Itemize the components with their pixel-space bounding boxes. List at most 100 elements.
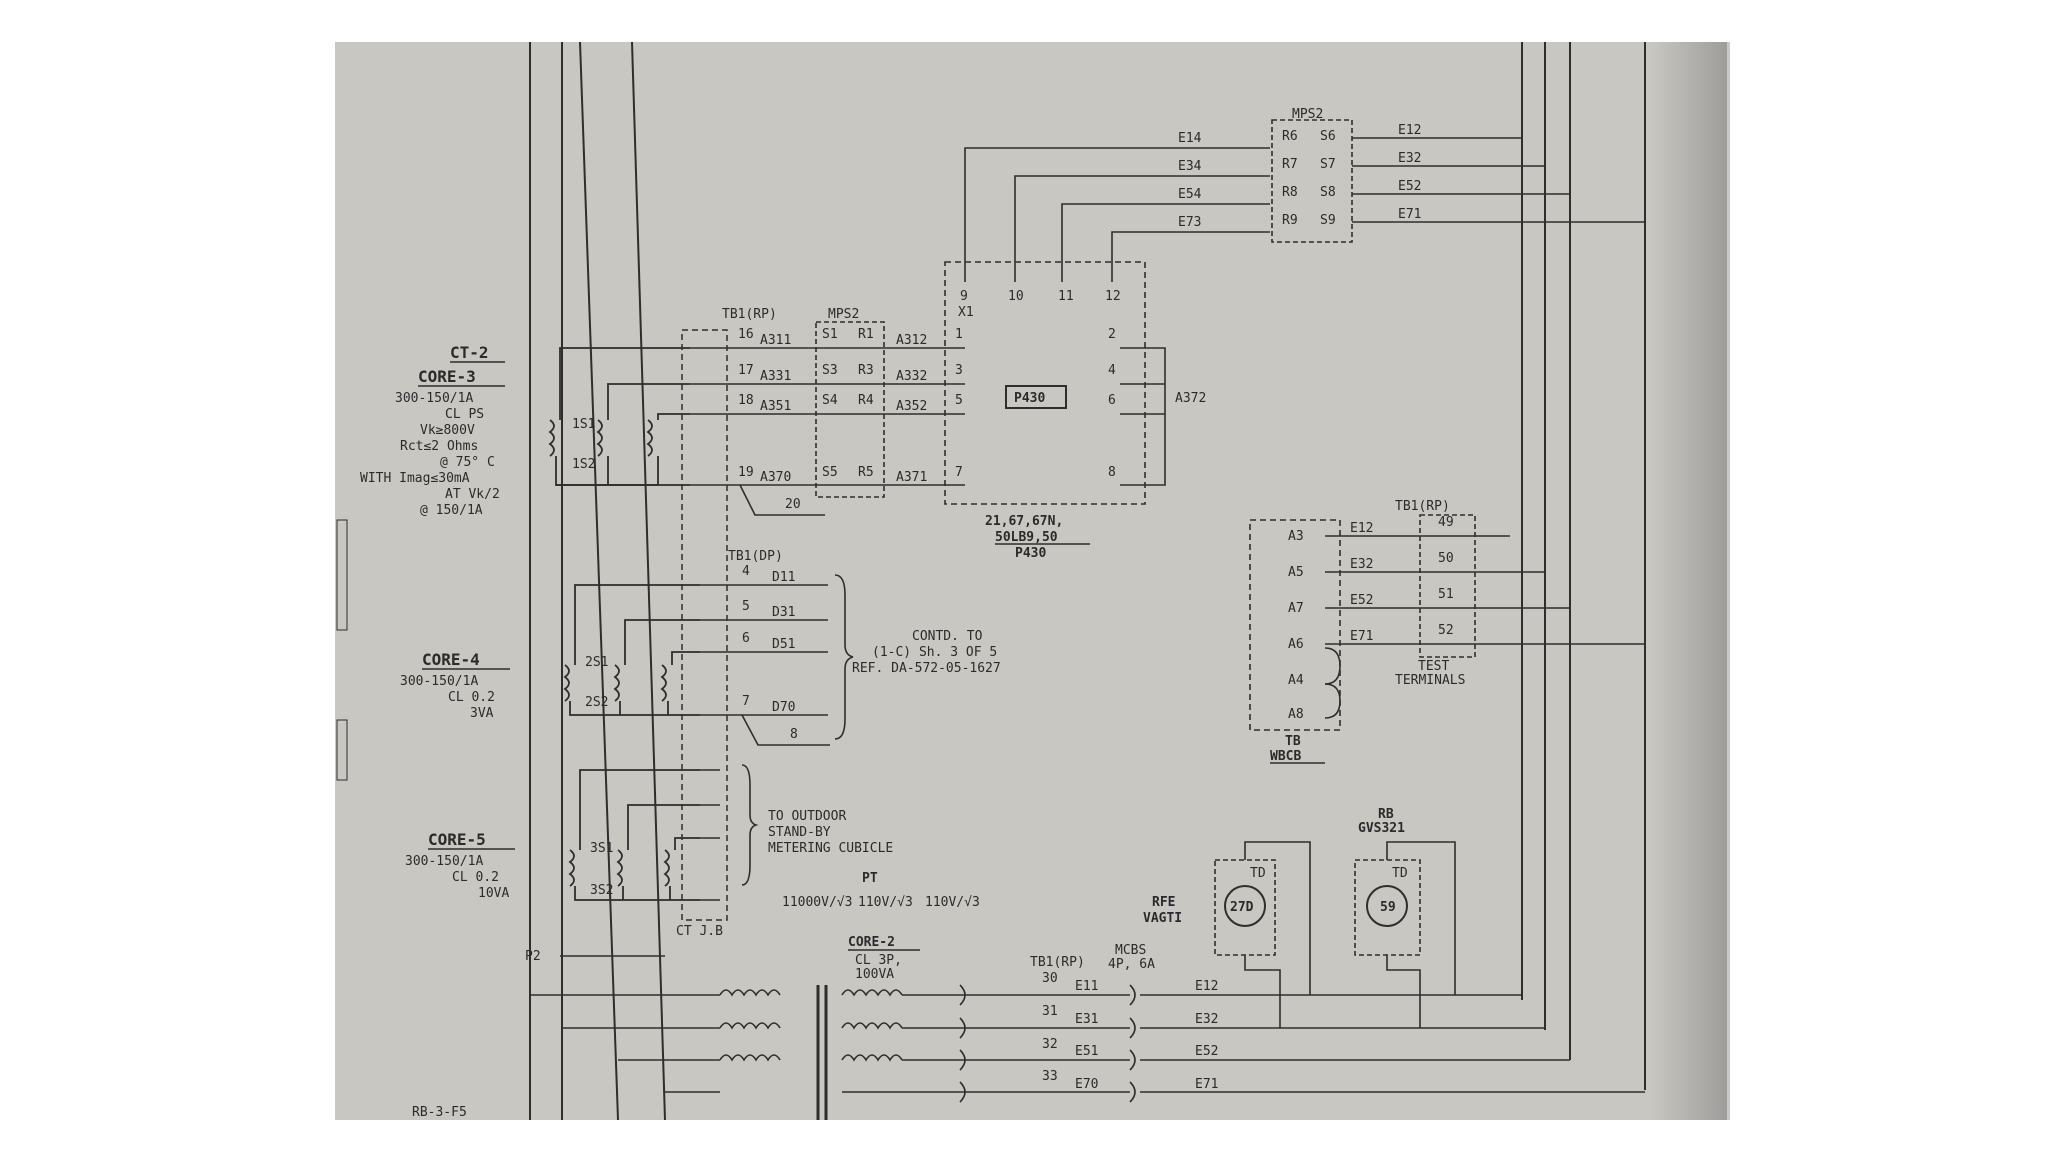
- wire-in: A331: [760, 369, 791, 384]
- outdoor-metering: TO OUTDOOR STAND-BY METERING CUBICLE: [700, 764, 893, 901]
- pt-section: PT 11000V/√3 110V/√3 110V/√3 CORE-2 CL 3…: [412, 871, 1040, 1120]
- relay-caption: 21,67,67N,: [985, 514, 1063, 529]
- mcbs-wire-out: E12: [1195, 979, 1218, 994]
- tb-wire: E12: [1350, 521, 1373, 536]
- outdoor-line: STAND-BY: [768, 825, 831, 840]
- tb1-dp-contd: CONTD. TO: [912, 629, 983, 644]
- core5-name: CORE-5: [428, 830, 486, 849]
- core3-line: WITH Imag≤30mA: [360, 471, 470, 486]
- top-wire-left: E54: [1178, 187, 1202, 202]
- core3-line: @ 75° C: [440, 455, 495, 470]
- ct-s2: 1S2: [572, 457, 595, 472]
- mps2-top-left: R6: [1282, 129, 1298, 144]
- core4-line: CL 0.2: [448, 690, 495, 705]
- pt-core: CORE-2: [848, 935, 895, 950]
- mps2-top-right: S8: [1320, 185, 1336, 200]
- pt-ratio: 110V/√3: [925, 895, 980, 910]
- mcbs-wire-in: E31: [1075, 1012, 1098, 1027]
- relay-model-box: P430: [1014, 391, 1045, 406]
- wire-out: A371: [896, 470, 927, 485]
- core3-line: 300-150/1A: [395, 391, 473, 406]
- ct-core3-windings: 1S1 1S2: [548, 347, 690, 486]
- ct-s6: 3S2: [590, 883, 613, 898]
- mps2-top-right: S7: [1320, 157, 1336, 172]
- top-wire-left: E34: [1178, 159, 1202, 174]
- top-wire-right: E52: [1398, 179, 1421, 194]
- outdoor-line: TO OUTDOOR: [768, 809, 846, 824]
- core3-line: Rct≤2 Ohms: [400, 439, 478, 454]
- ct-core4-windings: 2S1 2S2: [563, 584, 700, 716]
- tb-wire: E71: [1350, 629, 1373, 644]
- relay-27: 27D TD RFE VAGTI: [1143, 841, 1311, 1028]
- core4-name: CORE-4: [422, 650, 480, 669]
- mcbs-wire-in: E70: [1075, 1077, 1098, 1092]
- relay-right-term: 8: [1108, 465, 1116, 480]
- mps2-top-left: R9: [1282, 213, 1298, 228]
- relay-59-id: 59: [1380, 900, 1396, 915]
- pt-ratio: 110V/√3: [858, 895, 913, 910]
- mps-right: R5: [858, 465, 874, 480]
- main-buses: [529, 41, 1646, 1121]
- mps-left: S1: [822, 327, 838, 342]
- relay-right-term: 4: [1108, 363, 1116, 378]
- outdoor-line: METERING CUBICLE: [768, 841, 893, 856]
- tb1-rp-term: 18: [738, 393, 754, 408]
- tb1-dp-title: TB1(DP): [728, 549, 783, 564]
- pt-p2: P2: [525, 949, 541, 964]
- mcbs-wire-in: E11: [1075, 979, 1098, 994]
- tb-term: A7: [1288, 601, 1304, 616]
- tb1-dp-wire: D11: [772, 570, 795, 585]
- wire-out: A332: [896, 369, 927, 384]
- relay-right-term: 2: [1108, 327, 1116, 342]
- top-wire-right: E12: [1398, 123, 1421, 138]
- ct-s4: 2S2: [585, 695, 608, 710]
- core3-line: Vk≥800V: [420, 423, 475, 438]
- tb1-rp-right-term: 49: [1438, 515, 1454, 530]
- tb1-dp-term: 8: [790, 727, 798, 742]
- mcbs-wire-out: E71: [1195, 1077, 1218, 1092]
- relay-left-term: 3: [955, 363, 963, 378]
- mcbs-wire-out: E52: [1195, 1044, 1218, 1059]
- relay-27-name: VAGTI: [1143, 911, 1182, 926]
- relay-right-term: 6: [1108, 393, 1116, 408]
- tb1-rp-right-term: 50: [1438, 551, 1454, 566]
- core4-line: 3VA: [470, 706, 494, 721]
- tb-term: A3: [1288, 529, 1304, 544]
- mcbs-term: 30: [1042, 971, 1058, 986]
- tb1-dp-term: 7: [742, 694, 750, 709]
- top-wire-left: E73: [1178, 215, 1201, 230]
- pt-core-line: 100VA: [855, 967, 894, 982]
- relay-left-term: 1: [955, 327, 963, 342]
- mps-left: S3: [822, 363, 838, 378]
- mps2-top-right: S6: [1320, 129, 1336, 144]
- relay-caption: 50LB9,50: [995, 530, 1058, 545]
- tb1-rp-term: 16: [738, 327, 754, 342]
- top-wire-right: E32: [1398, 151, 1421, 166]
- mps2-top-right: S9: [1320, 213, 1336, 228]
- wire-in: A311: [760, 333, 791, 348]
- test-terminals: TERMINALS: [1395, 673, 1465, 688]
- tb1-dp-term: 5: [742, 599, 750, 614]
- tb-term: A8: [1288, 707, 1304, 722]
- relay-top-term: 10: [1008, 289, 1024, 304]
- wire-out: A352: [896, 399, 927, 414]
- relay-59-name: RB: [1378, 807, 1394, 822]
- tb1-dp-wire: D31: [772, 605, 795, 620]
- mps-right: R1: [858, 327, 874, 342]
- mps2-top-left: R7: [1282, 157, 1298, 172]
- mcbs-term: 31: [1042, 1004, 1058, 1019]
- pt-ratio: 11000V/√3: [782, 895, 852, 910]
- binder-mark: [336, 519, 348, 631]
- core5-line: 300-150/1A: [405, 854, 483, 869]
- ct-s1: 1S1: [572, 417, 595, 432]
- core3-line: CL PS: [445, 407, 484, 422]
- tb1-rp-right-title: TB1(RP): [1395, 499, 1450, 514]
- tb-term: A4: [1288, 673, 1304, 688]
- core5-line: 10VA: [478, 886, 509, 901]
- top-wires: E14 E34 E54 E73 MPS2 R6 R7 R8 R9 S6 S7 S…: [964, 107, 1645, 282]
- relay-left-term: 7: [955, 465, 963, 480]
- core3-line: @ 150/1A: [420, 503, 483, 518]
- relay-27-td: TD: [1250, 866, 1266, 881]
- mps-left: S5: [822, 465, 838, 480]
